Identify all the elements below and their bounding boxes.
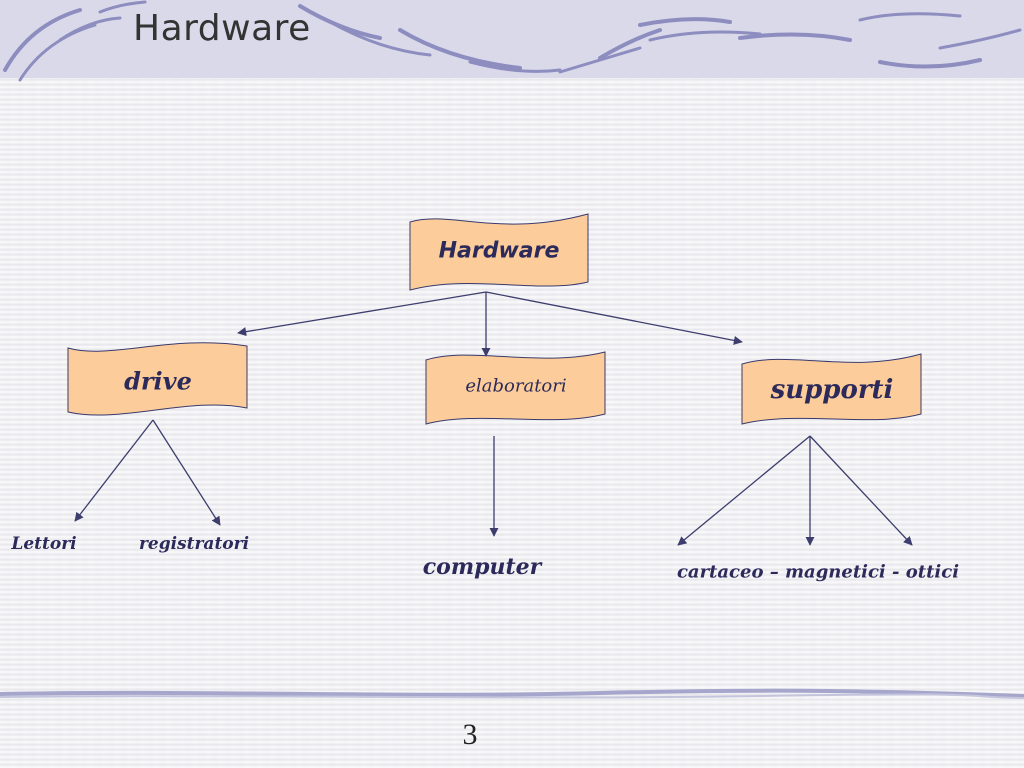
arrow-supporti-to-cartaceo: [677, 435, 811, 546]
arrow-supporti-to-ottici: [809, 435, 913, 546]
root-node-label: Hardware: [438, 238, 560, 264]
supporti-node-shape: [741, 353, 922, 425]
elaboratori-node-shape: [425, 351, 606, 425]
leaf-computer: computer: [422, 554, 542, 580]
supporti-node-label: supporti: [770, 375, 894, 405]
root-node-shape: [409, 213, 589, 291]
arrow-root-to-drive: [237, 291, 487, 337]
drive-node-shape: [67, 342, 248, 416]
arrow-root-to-supporti: [485, 291, 743, 345]
leaf-supporti-types: cartaceo – magnetici - ottici: [676, 561, 960, 583]
slide-title: Hardware: [133, 8, 311, 49]
drive-node-label: drive: [124, 366, 192, 396]
header-swirl-decoration: [3, 0, 1022, 82]
leaf-registratori: registratori: [138, 534, 250, 554]
arrow-drive-to-registratori: [152, 419, 221, 526]
elaboratori-node-label: elaboratori: [465, 375, 567, 397]
leaf-lettori: Lettori: [11, 534, 77, 554]
footer-rule: [0, 688, 1024, 699]
page-number: 3: [462, 718, 478, 751]
arrow-drive-to-lettori: [74, 419, 154, 522]
